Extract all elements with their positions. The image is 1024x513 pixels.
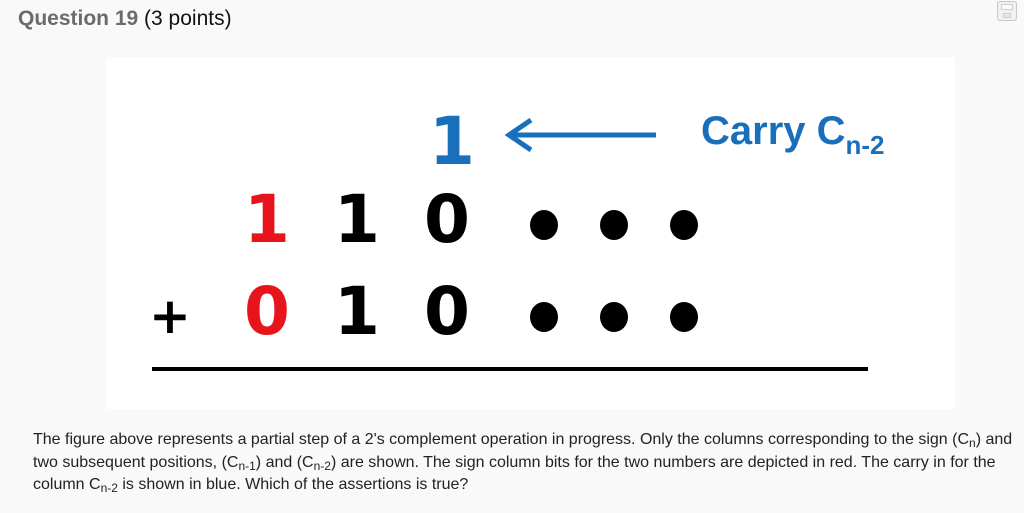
carry-digit: 1 bbox=[429, 103, 475, 180]
bit: 0 bbox=[424, 273, 470, 350]
addition-figure: 1 Carry Cn-2 1 1 0 + 0 1 0 bbox=[106, 57, 955, 409]
desc-text: is shown in blue. Which of the assertion… bbox=[117, 476, 469, 493]
desc-subscript: n-2 bbox=[100, 481, 118, 495]
save-button[interactable] bbox=[997, 1, 1017, 21]
carry-label: Carry Cn-2 bbox=[701, 111, 885, 158]
desc-text: ) and two subsequent positions, (C bbox=[33, 431, 1013, 471]
operand-row-1: 1 1 0 bbox=[106, 187, 955, 267]
desc-text: The figure above represents a partial st… bbox=[33, 431, 969, 448]
desc-subscript: n-2 bbox=[313, 458, 331, 473]
carry-label-subscript: n-2 bbox=[845, 130, 885, 160]
desc-subscript: n-1 bbox=[238, 458, 256, 473]
sign-bit: 1 bbox=[244, 181, 290, 258]
ellipsis-dot bbox=[670, 302, 698, 332]
ellipsis-dot bbox=[600, 302, 628, 332]
carry-label-text: Carry C bbox=[701, 109, 846, 153]
desc-text: ) are shown. The sign column bits for th… bbox=[33, 453, 996, 494]
desc-subscript: n bbox=[969, 436, 976, 450]
question-number: Question 19 bbox=[18, 7, 139, 30]
ellipsis-dot bbox=[670, 210, 698, 240]
ellipsis-dot bbox=[530, 302, 558, 332]
left-arrow-icon bbox=[504, 118, 656, 152]
sign-bit: 0 bbox=[244, 273, 290, 350]
question-header: Question 19 (3 points) bbox=[18, 6, 232, 32]
sum-line bbox=[152, 367, 868, 371]
ellipsis-dot bbox=[600, 210, 628, 240]
question-points: (3 points) bbox=[144, 7, 232, 30]
plus-operator: + bbox=[149, 287, 191, 345]
floppy-disk-icon bbox=[1001, 4, 1013, 10]
ellipsis-dot bbox=[530, 210, 558, 240]
operand-row-2: + 0 1 0 bbox=[106, 279, 955, 359]
bit: 0 bbox=[424, 181, 470, 258]
bit: 1 bbox=[334, 273, 380, 350]
floppy-disk-icon-slot bbox=[1003, 13, 1011, 18]
bit: 1 bbox=[334, 181, 380, 258]
question-description: The figure above represents a partial st… bbox=[33, 429, 1018, 497]
desc-text: ) and (C bbox=[255, 453, 314, 471]
